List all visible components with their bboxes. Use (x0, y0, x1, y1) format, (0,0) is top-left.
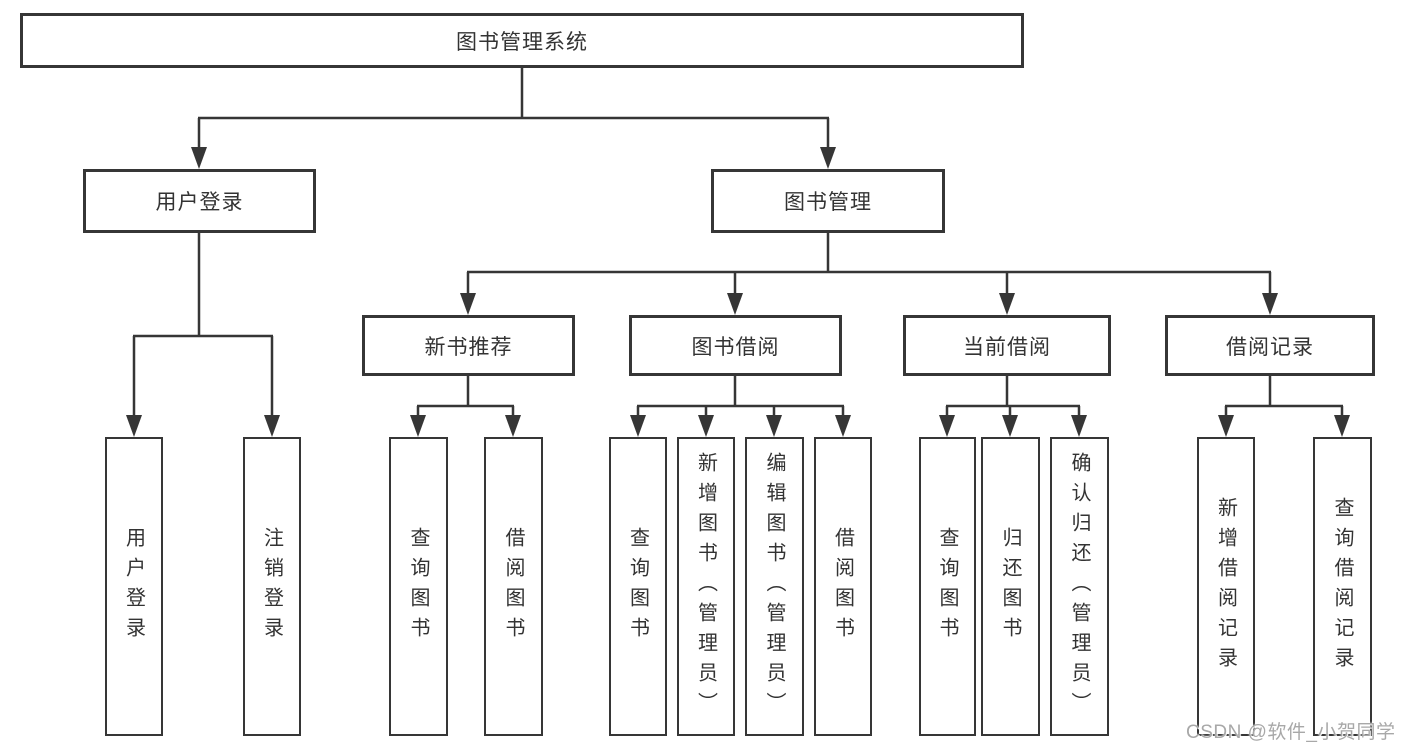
node-label: 用户登录 (155, 191, 244, 214)
leaf-label: 归还图书 (999, 526, 1021, 647)
leaf-confirm-return-admin: 确认归还（管理员） (1050, 437, 1109, 736)
node-current-borrowing: 当前借阅 (903, 315, 1111, 376)
leaf-user-login: 用户登录 (105, 437, 163, 736)
leaf-label: 用户登录 (122, 526, 145, 647)
leaf-label: 新增借阅记录 (1214, 496, 1237, 677)
leaf-label: 注销登录 (260, 526, 283, 647)
leaf-label: 借阅图书 (831, 526, 854, 647)
node-label: 借阅记录 (1226, 335, 1314, 359)
leaf-query-books: 查询图书 (609, 437, 667, 736)
leaf-query-books: 查询图书 (919, 437, 976, 736)
leaf-logout: 注销登录 (243, 437, 301, 736)
leaf-label: 查询借阅记录 (1331, 496, 1353, 677)
node-label: 图书借阅 (691, 335, 780, 359)
node-library-management-system: 图书管理系统 (20, 13, 1024, 68)
node-label: 当前借阅 (963, 335, 1051, 359)
node-book-management: 图书管理 (711, 169, 945, 233)
node-new-book-recommendation: 新书推荐 (362, 315, 575, 376)
csdn-watermark: CSDN @软件_小贺同学 (1186, 722, 1396, 743)
node-label: 图书管理 (784, 191, 872, 214)
node-user-login: 用户登录 (83, 169, 316, 233)
leaf-label: 确认归还（管理员） (1068, 451, 1090, 722)
leaf-return-books: 归还图书 (981, 437, 1040, 736)
leaf-borrow-books: 借阅图书 (484, 437, 543, 736)
leaf-add-borrow-record: 新增借阅记录 (1197, 437, 1255, 736)
leaf-query-books: 查询图书 (389, 437, 448, 736)
leaf-label: 新增图书（管理员） (694, 451, 717, 722)
leaf-label: 查询图书 (626, 526, 649, 647)
leaf-label: 借阅图书 (502, 526, 524, 647)
leaf-query-borrow-record: 查询借阅记录 (1313, 437, 1372, 736)
leaf-borrow-books: 借阅图书 (814, 437, 872, 736)
node-borrowing-records: 借阅记录 (1165, 315, 1375, 376)
node-label: 新书推荐 (424, 335, 513, 359)
node-book-borrowing: 图书借阅 (629, 315, 842, 376)
leaf-label: 编辑图书（管理员） (763, 451, 785, 722)
node-label: 图书管理系统 (456, 30, 588, 54)
leaf-add-books-admin: 新增图书（管理员） (677, 437, 735, 736)
leaf-label: 查询图书 (936, 526, 958, 647)
leaf-edit-books-admin: 编辑图书（管理员） (745, 437, 804, 736)
leaf-label: 查询图书 (407, 526, 429, 647)
